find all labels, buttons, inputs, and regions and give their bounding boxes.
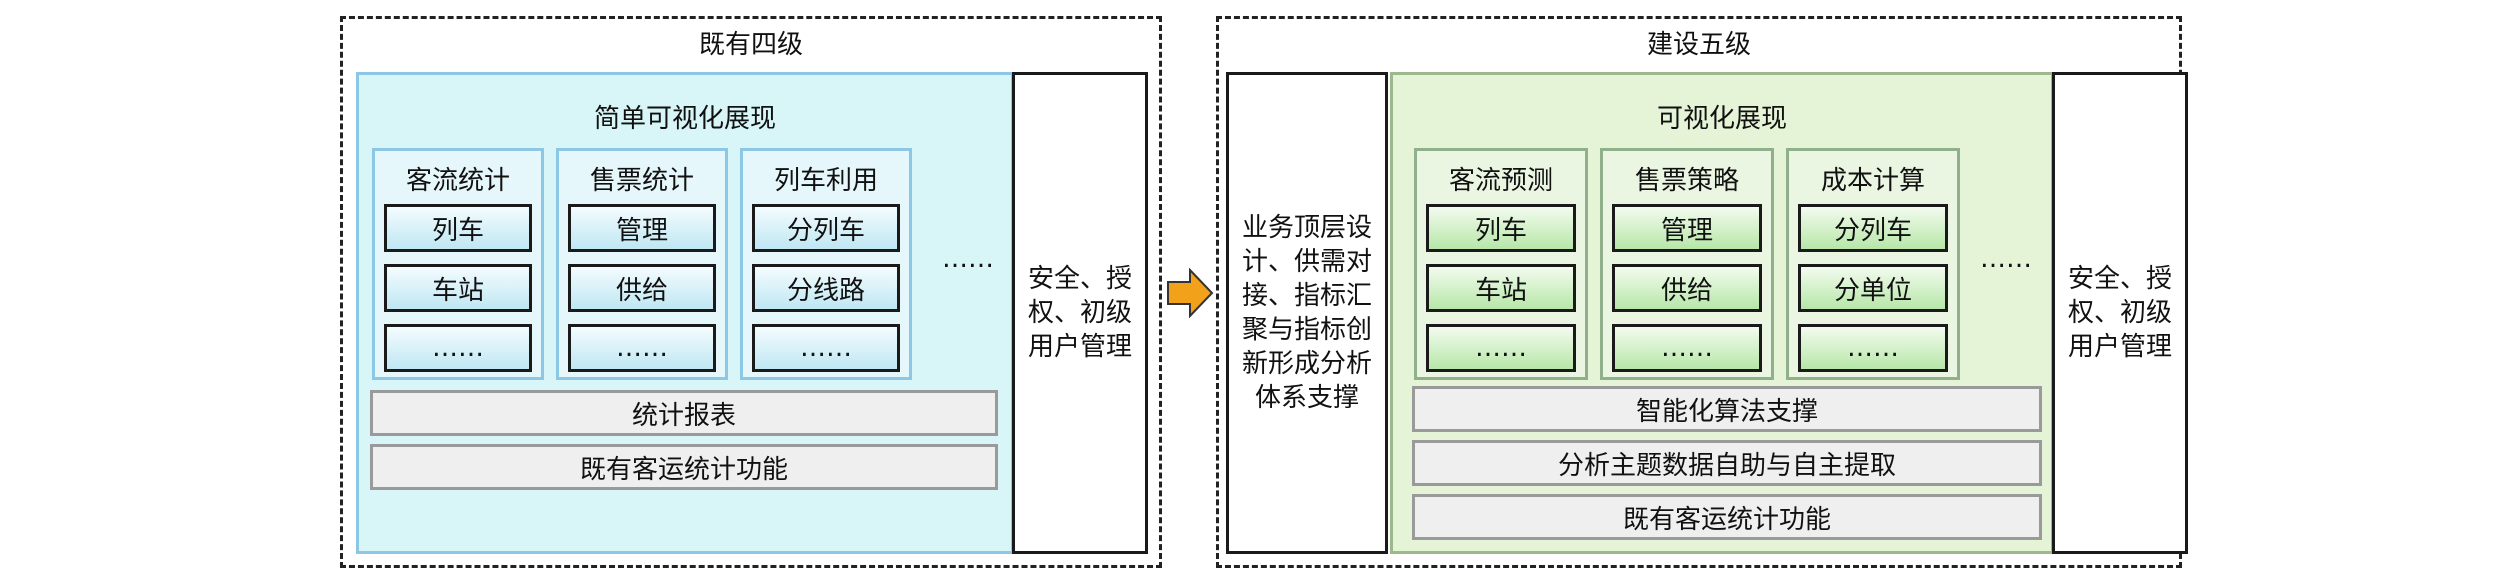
left-column-1-title: 客流统计 (405, 166, 510, 196)
right-column-1-item-1: 列车 (1426, 204, 1576, 252)
right-column-3-item-2: 分单位 (1798, 264, 1948, 312)
left-column-2-item-2: 供给 (568, 264, 716, 312)
left-section-title: 既有四级 (698, 30, 803, 60)
right-column-3-title: 成本计算 (1820, 166, 1925, 196)
right-column-2-item-1: 管理 (1612, 204, 1762, 252)
right-column-3-item-3: …… (1798, 324, 1948, 372)
left-bar-existing: 既有客运统计功能 (370, 444, 998, 490)
left-column-1-item-3: …… (384, 324, 532, 372)
right-column-2-item-3: …… (1612, 324, 1762, 372)
left-column-2-item-3: …… (568, 324, 716, 372)
right-bar-self-service: 分析主题数据自助与自主提取 (1412, 440, 2042, 486)
left-bar-report: 统计报表 (370, 390, 998, 436)
left-column-2-title: 售票统计 (589, 166, 694, 196)
left-column-3-title: 列车利用 (773, 166, 878, 196)
right-bar-algorithm: 智能化算法支撑 (1412, 386, 2042, 432)
left-column-3-item-1: 分列车 (752, 204, 900, 252)
right-more-ellipsis: …… (1980, 244, 2032, 274)
right-panel-title: 可视化展现 (1656, 104, 1787, 134)
left-column-3-item-3: …… (752, 324, 900, 372)
left-more-ellipsis: …… (942, 244, 994, 274)
right-column-1-title: 客流预测 (1448, 166, 1553, 196)
right-column-1-item-2: 车站 (1426, 264, 1576, 312)
right-column-2-item-2: 供给 (1612, 264, 1762, 312)
left-column-1-item-1: 列车 (384, 204, 532, 252)
right-business-box: 业务顶层设计、供需对接、指标汇聚与指标创新形成分析体系支撑 (1226, 72, 1388, 554)
left-column-1-item-2: 车站 (384, 264, 532, 312)
right-section-title: 建设五级 (1646, 30, 1751, 60)
left-security-box: 安全、授权、初级用户管理 (1012, 72, 1148, 554)
left-column-3-item-2: 分线路 (752, 264, 900, 312)
left-column-2-item-1: 管理 (568, 204, 716, 252)
right-column-1-item-3: …… (1426, 324, 1576, 372)
left-panel-title: 简单可视化展现 (593, 104, 776, 134)
right-column-3-item-1: 分列车 (1798, 204, 1948, 252)
right-column-2-title: 售票策略 (1634, 166, 1739, 196)
right-security-box: 安全、授权、初级用户管理 (2052, 72, 2188, 554)
right-bar-existing: 既有客运统计功能 (1412, 494, 2042, 540)
arrow-right-icon (1167, 268, 1214, 318)
